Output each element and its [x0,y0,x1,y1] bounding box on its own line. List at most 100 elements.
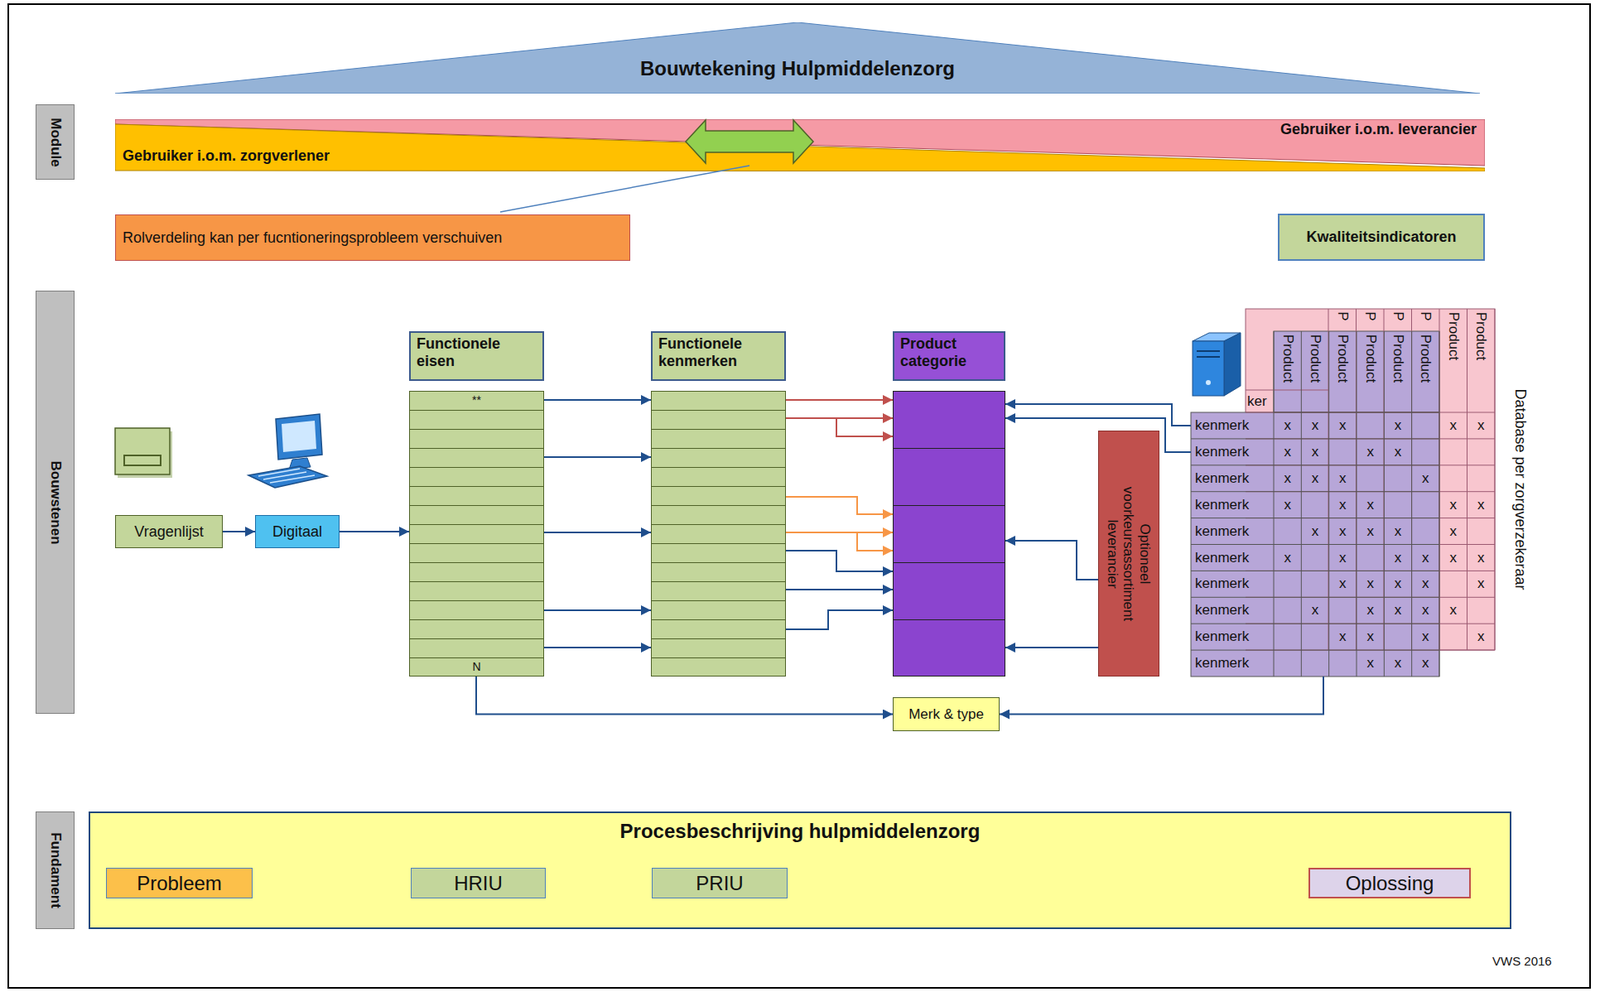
table-cell: x [1383,518,1412,545]
grid-line [1190,491,1440,492]
node-text: Oplossing [1345,872,1435,896]
pc-keys [258,468,315,483]
table-cell: x [1467,623,1496,651]
page-frame [8,4,1591,988]
node-text: ** [409,390,545,410]
process-panel: Procesbeschrijving hulpmiddelenzorgProbl… [88,811,1512,930]
column-rows [409,390,545,677]
table-cell: Product [1418,334,1433,384]
connector [222,530,256,533]
table-cell: x [1329,491,1357,519]
connector [544,399,651,401]
node-text: Gebruiker i.o.m. leverancier [1280,120,1477,139]
table-cell: x [1439,412,1468,439]
connector [785,550,893,572]
connector [785,418,893,437]
connector [1005,540,1099,580]
table-cell: P [1334,311,1350,321]
node-text: Gebruiker i.o.m. zorgverlener [122,147,330,165]
node-text: Vragenlijst [134,523,203,541]
node-text: Optioneel voorkeursassortiment leveranci… [1104,471,1154,637]
grid-line [1466,308,1468,651]
grid-line [1190,650,1440,651]
connector [1005,404,1191,426]
table-cell: Product [1391,334,1406,384]
node-text: HRIU [453,872,503,896]
table-cell: x [1383,570,1412,598]
grid-line [1383,331,1385,677]
table-cell: kenmerk [1195,623,1273,651]
supplier-box: Optioneel voorkeursassortiment leveranci… [1098,430,1160,677]
table-cell: kenmerk [1195,465,1273,492]
table-grid [1190,308,1495,677]
table-cell: x [1412,570,1440,598]
section-label: Fundament [35,811,75,930]
grid-line [1190,438,1440,439]
server-slots [1196,351,1220,357]
connector [339,530,410,533]
column-heading: Functionele kenmerken [650,331,786,381]
column-heading: Product categorie [892,331,1006,381]
category-column: Product categorie [892,331,1006,677]
connector [999,676,1324,715]
table-cell: x [1383,650,1412,677]
grid-line [1328,331,1330,677]
table-cell: x [1329,412,1357,439]
front-table [1190,412,1440,677]
table-cell: kenmerk [1195,518,1273,545]
column-heading: Functionele eisen [409,331,545,381]
grid-line [1190,544,1440,545]
table-cell: x [1467,412,1496,439]
node-text: Kwaliteitsindicatoren [1306,228,1456,246]
connector [785,532,893,551]
table-cell: x [1301,412,1329,439]
table-cell: x [1301,465,1329,492]
table-cell: x [1412,650,1440,677]
table-cell: x [1383,544,1412,572]
table-cell: x [1439,491,1468,519]
connector [544,531,651,534]
node-text: Bouwstenen [47,460,64,545]
table-cell: x [1467,491,1496,519]
grid-line [1190,597,1440,598]
node-text: N [409,657,545,676]
table-cell: Product [1445,312,1461,362]
table-cell: x [1439,518,1468,545]
process-step: PRIU [651,867,788,899]
table-cell: x [1439,544,1468,572]
node-text: Bouwtekening Hulpmiddelenzorg [115,57,1480,81]
table-cell: x [1467,570,1496,598]
table-cell: x [1383,438,1412,466]
table-cell: kenmerk [1195,412,1273,439]
server-side [1224,332,1241,396]
grid-line [1190,570,1440,572]
table-cell: x [1329,518,1357,545]
table-cell: Product [1280,334,1295,384]
indicator-box: Kwaliteitsindicatoren [1277,213,1485,261]
input-box: Vragenlijst [115,515,223,549]
grid-line [1190,623,1440,625]
table-cell: x [1412,465,1440,492]
grid-line [1273,331,1275,677]
shape-fill [115,22,1480,94]
table-cell: x [1356,570,1384,598]
table-cell: x [1356,597,1384,624]
table-cell: x [1301,597,1329,624]
process-step: HRIU [410,867,546,899]
shift-arrow [685,120,814,164]
section-label: Bouwstenen [35,290,75,714]
server-led [1205,380,1211,386]
table-cell: x [1383,412,1412,439]
table-cell: kenmerk [1195,597,1273,624]
table-cell: x [1329,544,1357,572]
table-cell: Product [1335,334,1350,384]
table-cell: Product [1363,334,1378,384]
table-cell: Product [1474,312,1489,362]
table-cell: kenmerk [1195,438,1273,466]
table-cell: x [1356,491,1384,519]
table-cell: x [1273,544,1302,572]
table-cell: kenmerk [1195,544,1273,572]
server-front [1192,341,1225,396]
table-cell: kenmerk [1195,570,1273,598]
column-rows [892,390,1006,677]
